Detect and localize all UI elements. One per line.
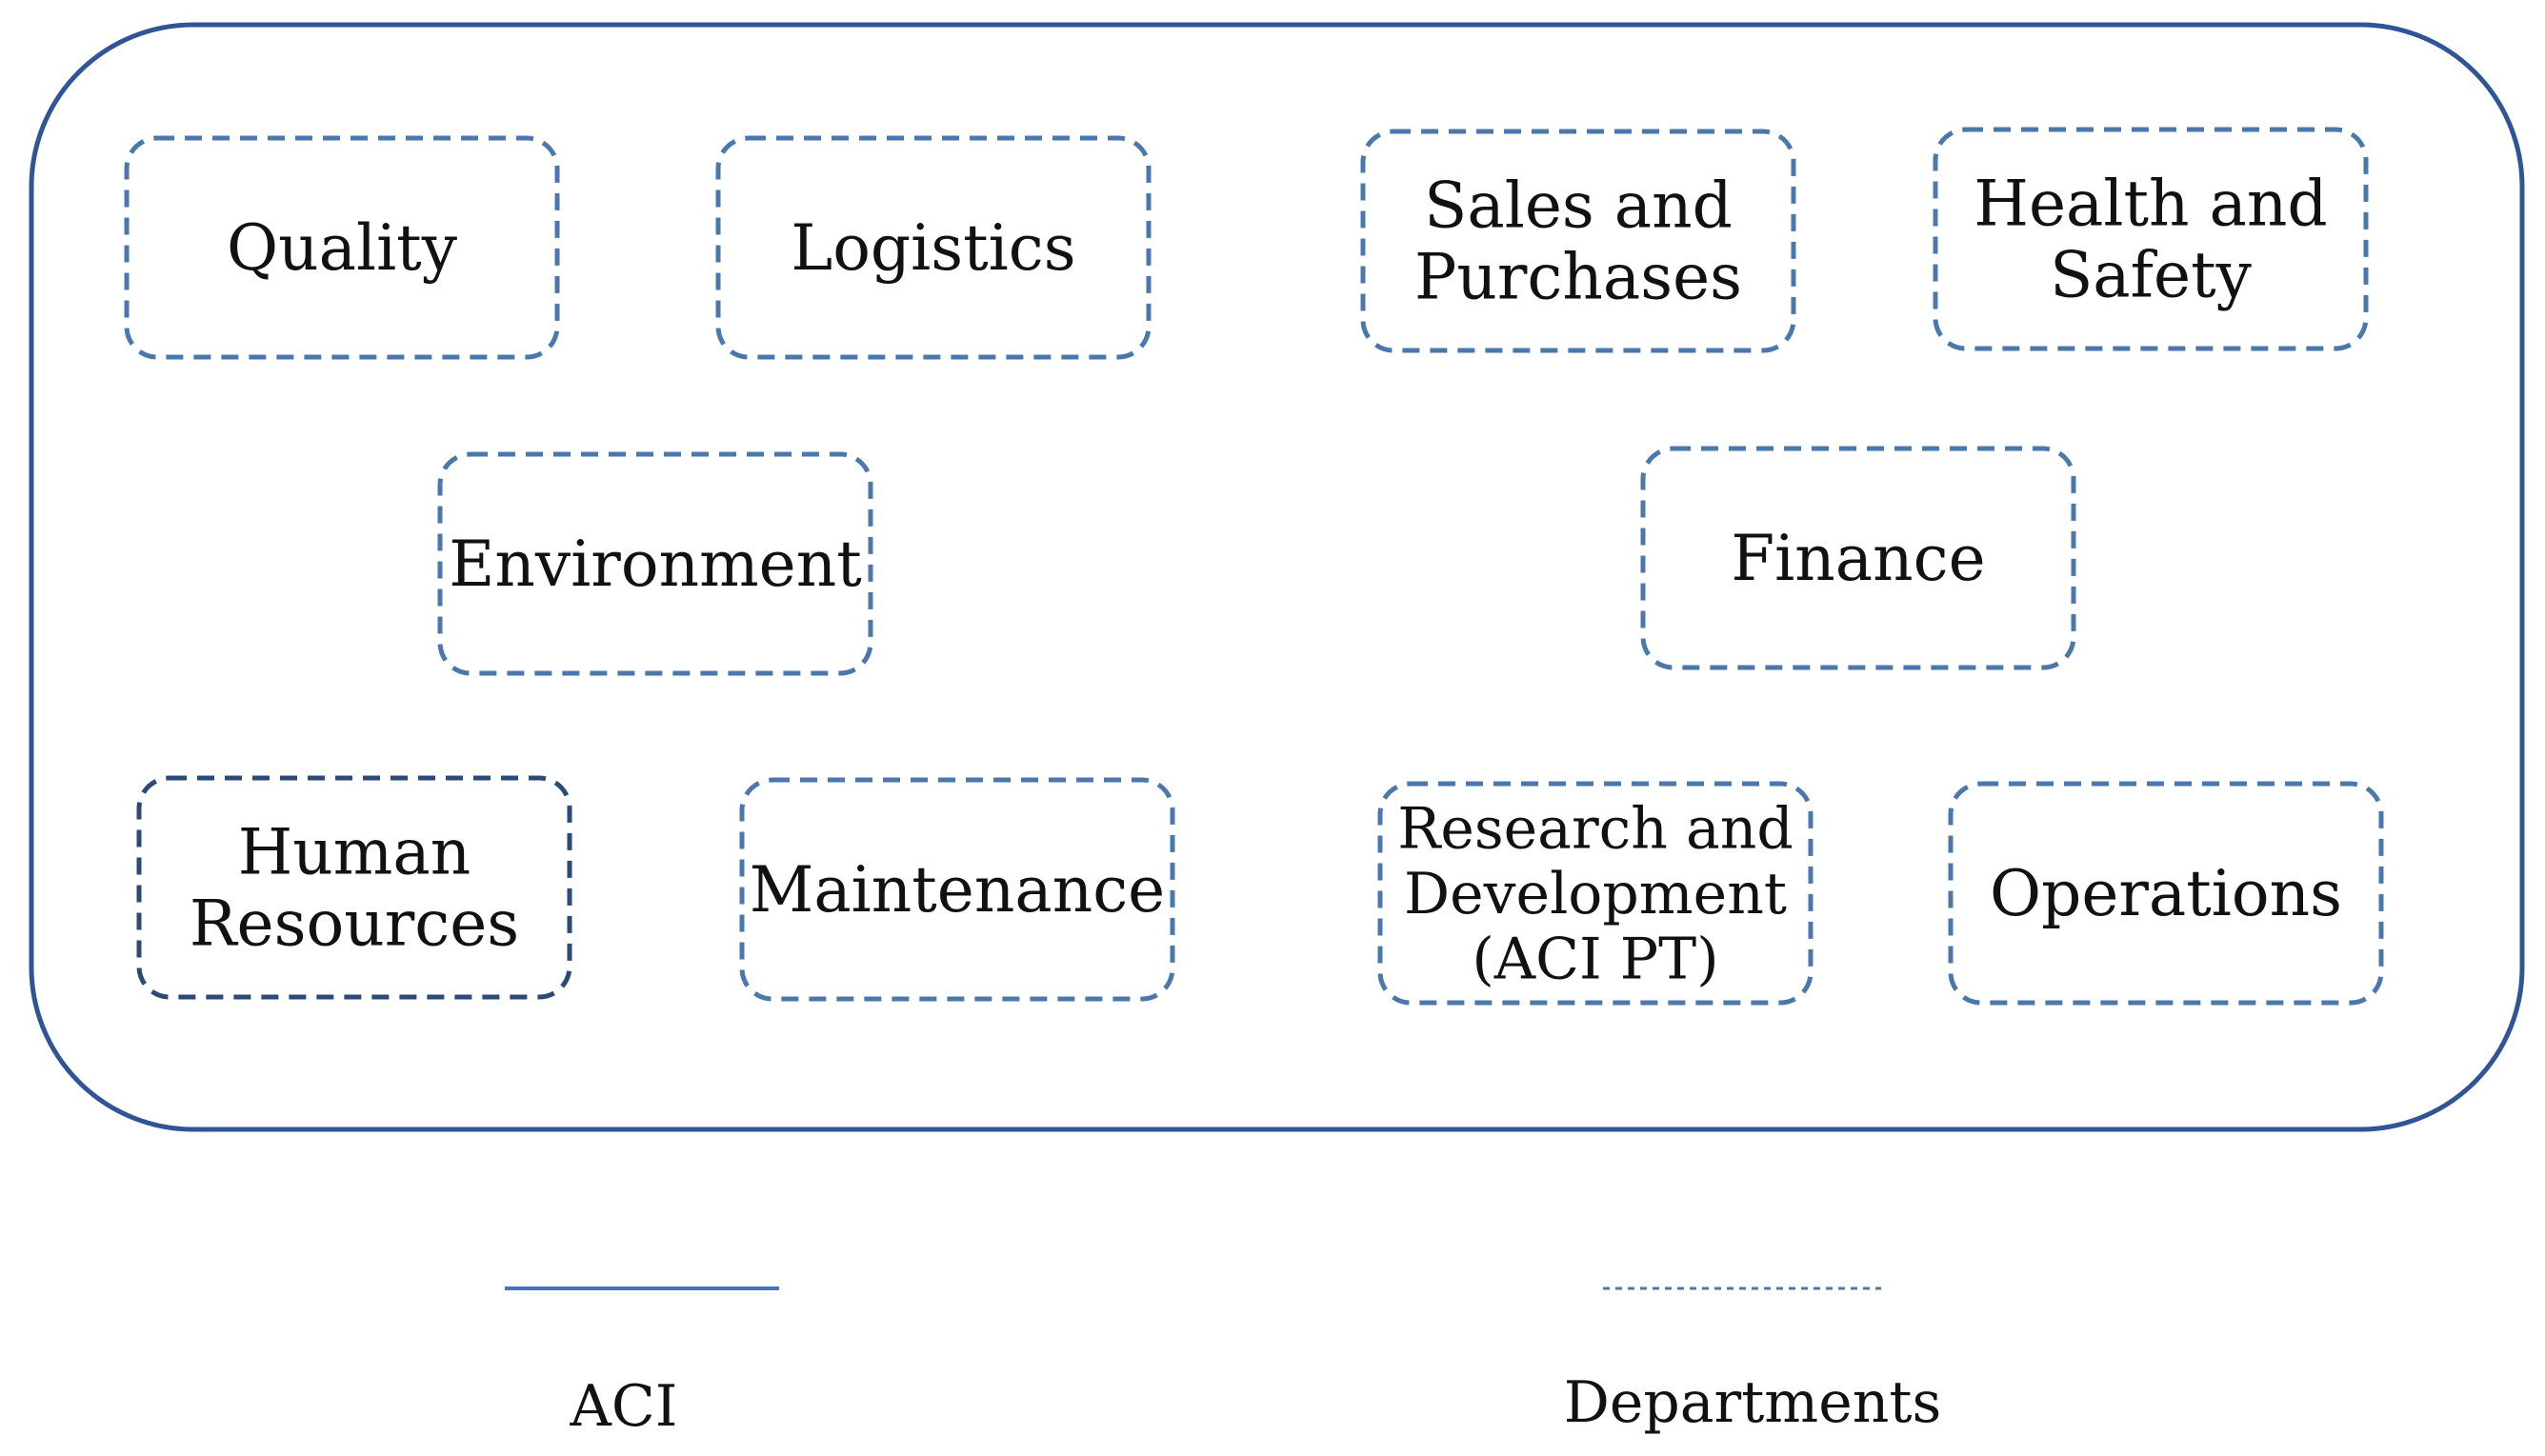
department-box-border bbox=[1360, 129, 1796, 353]
department-box-operations: Operations bbox=[1948, 781, 2384, 1006]
department-label: Quality bbox=[227, 211, 458, 285]
department-label: Finance bbox=[1731, 522, 1985, 595]
department-box-border bbox=[1640, 446, 2076, 670]
department-box-environment: Environment bbox=[437, 451, 873, 676]
department-box-border bbox=[715, 135, 1152, 360]
department-label: Maintenance bbox=[750, 853, 1166, 927]
department-label: Logistics bbox=[791, 211, 1075, 285]
legend: ACI Departments bbox=[505, 1286, 1942, 1440]
department-box-border bbox=[124, 135, 560, 360]
department-box-maintenance: Maintenance bbox=[739, 777, 1175, 1002]
department-box-border bbox=[1948, 781, 2384, 1006]
department-label: Development bbox=[1404, 861, 1787, 927]
legend-label-aci: ACI bbox=[570, 1373, 678, 1440]
department-box-quality: Quality bbox=[124, 135, 560, 360]
department-box-logistics: Logistics bbox=[715, 135, 1152, 360]
department-label: Research and bbox=[1397, 796, 1794, 863]
department-label: Sales and bbox=[1424, 169, 1733, 242]
legend-label-departments: Departments bbox=[1564, 1369, 1942, 1436]
department-label: (ACI PT) bbox=[1472, 926, 1718, 992]
department-label: Purchases bbox=[1414, 241, 1742, 314]
department-label: Human bbox=[238, 815, 471, 888]
department-box-border bbox=[1933, 127, 2369, 351]
department-label: Environment bbox=[449, 528, 862, 601]
department-label: Safety bbox=[2050, 239, 2253, 312]
aci-container bbox=[29, 22, 2525, 1132]
department-box-finance: Finance bbox=[1640, 446, 2076, 670]
department-label: Health and bbox=[1974, 167, 2327, 240]
department-box-border bbox=[1377, 781, 1814, 1006]
department-label: Operations bbox=[1990, 857, 2342, 930]
department-label: Resources bbox=[190, 888, 519, 961]
department-box-border bbox=[136, 775, 572, 1000]
department-box-border bbox=[739, 777, 1175, 1002]
department-box-border bbox=[437, 451, 873, 676]
